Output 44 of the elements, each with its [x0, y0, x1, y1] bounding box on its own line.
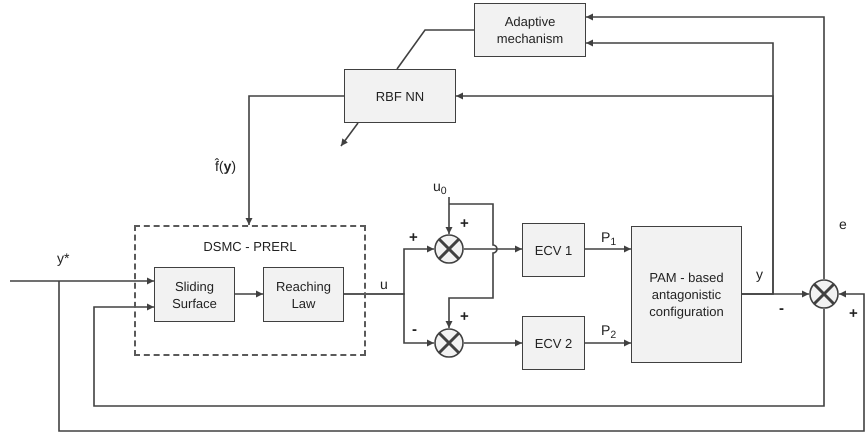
group-title: DSMC - PRERL	[202, 238, 298, 256]
sign-label: +	[460, 216, 469, 232]
dashed-group-frame	[134, 225, 366, 356]
arrow	[446, 197, 452, 234]
arrow	[464, 246, 522, 252]
sign-label: -	[412, 322, 417, 338]
sign-label: +	[409, 230, 418, 246]
arrow	[585, 246, 631, 252]
sign-label: +	[849, 306, 858, 322]
arrow	[93, 304, 825, 407]
arrow	[340, 122, 359, 146]
sign-label: +	[460, 309, 469, 325]
summing-junction	[809, 279, 839, 309]
process-box	[344, 69, 456, 123]
process-box	[522, 223, 585, 277]
arrow	[246, 95, 344, 225]
process-box	[154, 267, 235, 322]
arrow	[446, 203, 498, 328]
box-label: Reaching Law	[275, 278, 332, 312]
process-box	[474, 3, 586, 57]
arrow	[58, 281, 865, 432]
arrow	[235, 290, 263, 298]
box-label: ECV 2	[534, 334, 572, 352]
summing-junction	[434, 328, 464, 358]
box-label: PAM - based antagonistic configuration	[648, 269, 725, 320]
arrow	[586, 14, 825, 279]
box-label: ECV 1	[534, 242, 572, 258]
box-label: RBF NN	[376, 88, 424, 104]
edge-label: f̂(y)	[214, 158, 238, 174]
edge-label: P$_{1}$	[600, 229, 618, 245]
arrow	[456, 92, 774, 295]
process-box	[263, 267, 344, 322]
arrow	[464, 340, 522, 346]
process-box	[631, 226, 742, 363]
edge-label: P$_{2}$	[600, 322, 618, 338]
arrow	[585, 340, 631, 346]
arrow	[344, 293, 434, 346]
box-label: Adaptive mechanism	[496, 13, 564, 47]
sign-label: -	[779, 301, 784, 317]
box-label: Sliding Surface	[171, 278, 218, 312]
process-box	[522, 316, 585, 370]
edge-label: y*	[56, 250, 70, 266]
summing-junction	[434, 234, 464, 264]
arrow	[10, 278, 154, 284]
